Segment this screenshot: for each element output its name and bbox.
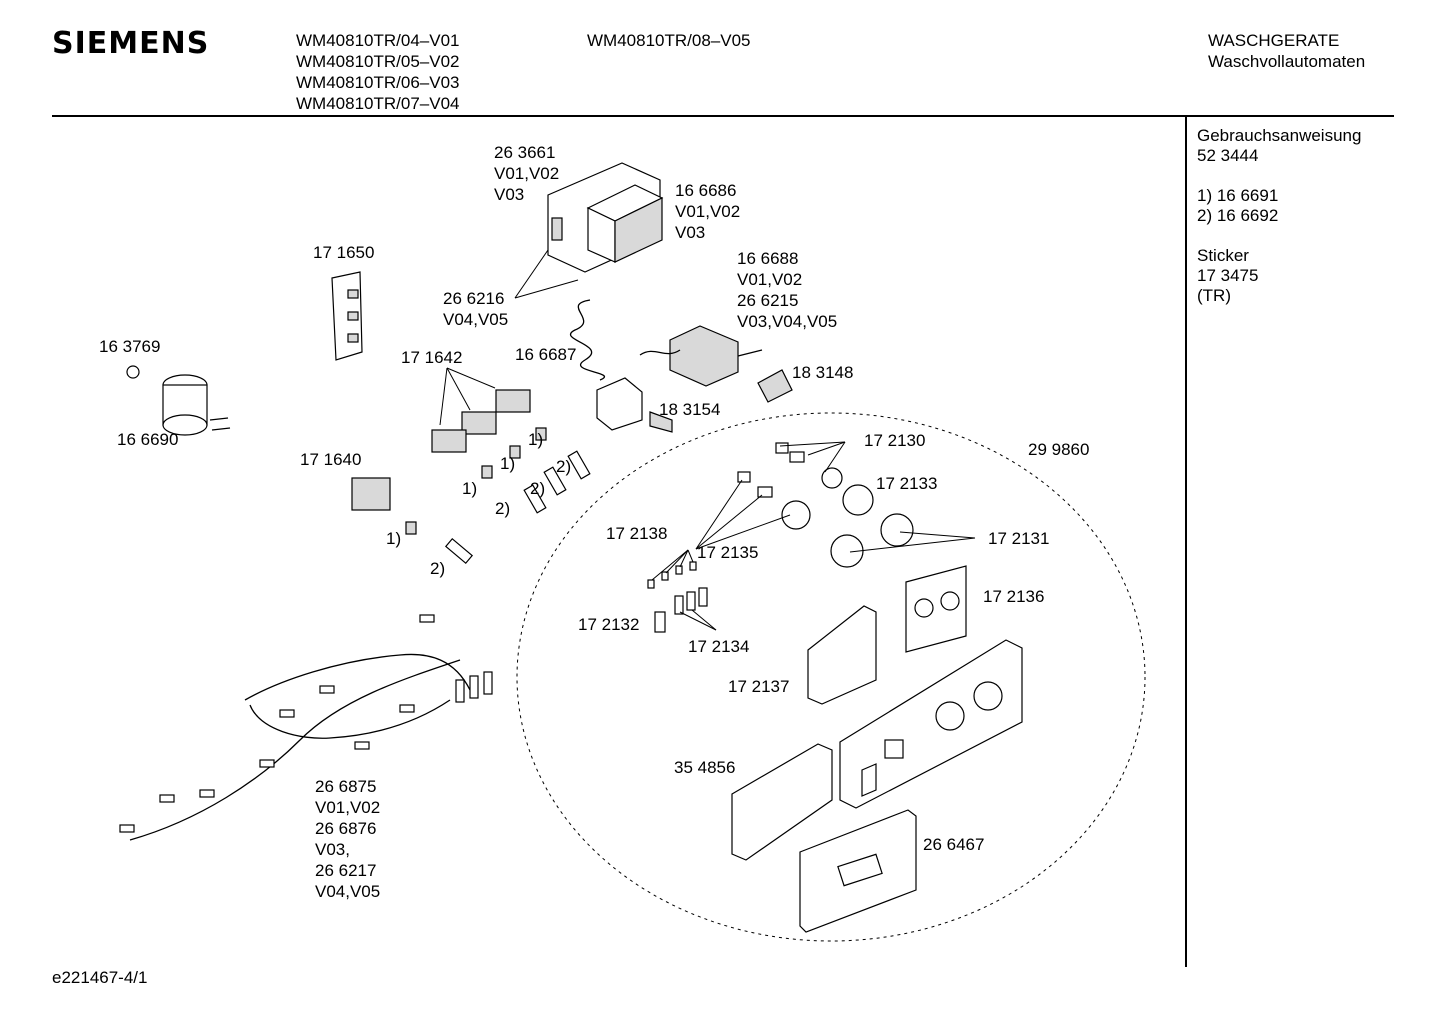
model-list-secondary: WM40810TR/08–V05 xyxy=(587,30,750,51)
footnote-marker-1: 1) xyxy=(528,430,543,449)
appliance-category: WASCHGERATE Waschvollautomaten xyxy=(1208,30,1365,72)
callout-171650: 17 1650 xyxy=(313,243,374,262)
callout-263661-line3: V03 xyxy=(494,185,524,204)
callout-266216-line1: 26 6216 xyxy=(443,289,504,308)
footnote-marker-1: 1) xyxy=(386,529,401,548)
model-number: WM40810TR/04–V01 xyxy=(296,31,460,50)
callout-266875-line6: V04,V05 xyxy=(315,882,380,901)
category-title: WASCHGERATE xyxy=(1208,31,1340,50)
nut-part xyxy=(126,365,140,379)
model-number: WM40810TR/05–V02 xyxy=(296,52,460,71)
callout-266467: 26 6467 xyxy=(923,835,984,854)
callout-166690: 16 6690 xyxy=(117,430,178,449)
callout-172130: 17 2130 xyxy=(864,431,925,450)
callout-166686-line1: 16 6686 xyxy=(675,181,736,200)
callout-166686-line3: V03 xyxy=(675,223,705,242)
model-number: WM40810TR/07–V04 xyxy=(296,94,460,113)
programme-selector-part xyxy=(639,325,763,387)
callout-183154: 18 3154 xyxy=(659,400,720,419)
leader-lines xyxy=(439,249,976,631)
callout-166688-line4: V03,V04,V05 xyxy=(737,312,837,331)
callout-166688-line2: V01,V02 xyxy=(737,270,802,289)
manual-title: Gebrauchsanweisung xyxy=(1197,126,1362,145)
callout-172133: 17 2133 xyxy=(876,474,937,493)
header-divider xyxy=(52,115,1394,117)
footnote-marker-1: 1) xyxy=(462,479,477,498)
switch-housing-part xyxy=(596,377,643,431)
callout-labels: 26 3661 V01,V02 V03 16 6686 V01,V02 V03 … xyxy=(99,143,1089,901)
footnote-marker-2: 2) xyxy=(530,479,545,498)
callout-172135: 17 2135 xyxy=(697,543,758,562)
callout-171640: 17 1640 xyxy=(300,450,361,469)
callout-166688-line3: 26 6215 xyxy=(737,291,798,310)
drawing-id: e221467-4/1 xyxy=(52,968,148,987)
callout-171642: 17 1642 xyxy=(401,348,462,367)
suppressor-capacitor-part xyxy=(162,374,231,436)
callout-172132: 17 2132 xyxy=(578,615,639,634)
callout-266875-line4: V03, xyxy=(315,840,350,859)
callout-163769: 16 3769 xyxy=(99,337,160,356)
sticker-variant: (TR) xyxy=(1197,286,1231,305)
callout-263661-line1: 26 3661 xyxy=(494,143,555,162)
footnote-marker-2: 2) xyxy=(556,457,571,476)
category-subtitle: Waschvollautomaten xyxy=(1208,52,1366,71)
knob-part xyxy=(757,369,793,403)
footnote-2: 2) 16 6692 xyxy=(1197,206,1279,225)
connector-strip-part xyxy=(331,271,363,361)
callout-172136: 17 2136 xyxy=(983,587,1044,606)
callout-266875-line5: 26 6217 xyxy=(315,861,376,880)
callout-266216-line2: V04,V05 xyxy=(443,310,508,329)
wiring-harness-part xyxy=(119,614,493,841)
sidebar-divider xyxy=(1185,117,1187,967)
main-switch-part xyxy=(351,477,391,511)
callout-263661-line2: V01,V02 xyxy=(494,164,559,183)
callout-172134: 17 2134 xyxy=(688,637,749,656)
callout-266875-line3: 26 6876 xyxy=(315,819,376,838)
footnote-marker-2: 2) xyxy=(495,499,510,518)
side-notes: Gebrauchsanweisung 52 3444 1) 16 6691 2)… xyxy=(1197,126,1361,306)
callout-354856: 35 4856 xyxy=(674,758,735,777)
model-list-primary: WM40810TR/04–V01 WM40810TR/05–V02 WM4081… xyxy=(296,30,459,114)
brand-logo: SIEMENS xyxy=(52,26,210,61)
model-number: WM40810TR/06–V03 xyxy=(296,73,460,92)
callout-172137: 17 2137 xyxy=(728,677,789,696)
knob-part xyxy=(649,411,673,433)
sticker-title: Sticker xyxy=(1197,246,1249,265)
callout-299860: 29 9860 xyxy=(1028,440,1089,459)
callout-266875-line2: V01,V02 xyxy=(315,798,380,817)
callout-266875-line1: 26 6875 xyxy=(315,777,376,796)
callout-166688-line1: 16 6688 xyxy=(737,249,798,268)
footnote-1: 1) 16 6691 xyxy=(1197,186,1279,205)
sticker-number: 17 3475 xyxy=(1197,266,1259,285)
callout-166686-line2: V01,V02 xyxy=(675,202,740,221)
assembly-boundary xyxy=(516,412,1146,942)
push-switch-part xyxy=(431,389,531,453)
springs-and-rods xyxy=(405,427,591,565)
footnote-marker-1: 1) xyxy=(500,454,515,473)
callout-166687: 16 6687 xyxy=(515,345,576,364)
footnote-marker-2: 2) xyxy=(430,559,445,578)
callout-183148: 18 3148 xyxy=(792,363,853,382)
sensor-cable-part xyxy=(569,299,605,381)
callout-172138: 17 2138 xyxy=(606,524,667,543)
model-number: WM40810TR/08–V05 xyxy=(587,31,751,50)
manual-number: 52 3444 xyxy=(1197,146,1259,165)
control-panel-parts xyxy=(647,442,1023,933)
electronic-module-part xyxy=(586,184,664,263)
callout-172131: 17 2131 xyxy=(988,529,1049,548)
